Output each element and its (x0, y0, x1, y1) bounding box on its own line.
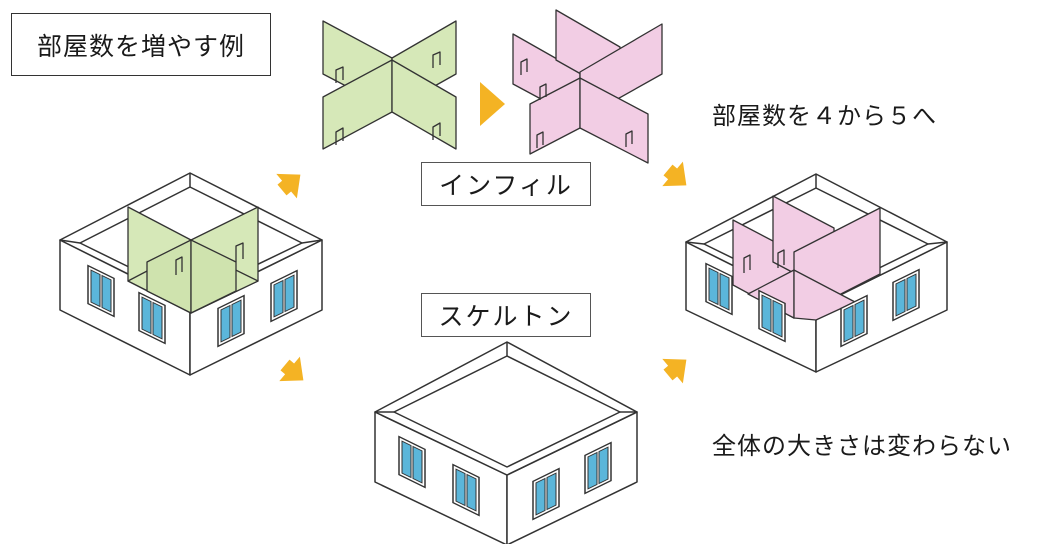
title-box: 部屋数を増やす例 (11, 13, 271, 76)
pink-infill-partitions (512, 9, 663, 164)
right-house-partitions (732, 195, 881, 321)
green-infill-partitions (322, 20, 457, 150)
arrow-to-infill (271, 162, 311, 203)
arrow-to-skeleton (274, 352, 314, 393)
caption-rooms-change: 部屋数を４から５へ (712, 102, 937, 130)
left-house-partitions (127, 206, 259, 314)
skeleton-box (374, 341, 638, 544)
caption-size-same: 全体の大きさは変わらない (712, 432, 1012, 460)
skeleton-label: スケルトン (421, 293, 591, 337)
arrow-skeleton-to-right-house (657, 347, 697, 388)
infill-label: インフィル (421, 162, 591, 206)
arrow-infill-to-right-house (657, 157, 697, 198)
arrow-green-to-pink (480, 82, 505, 126)
